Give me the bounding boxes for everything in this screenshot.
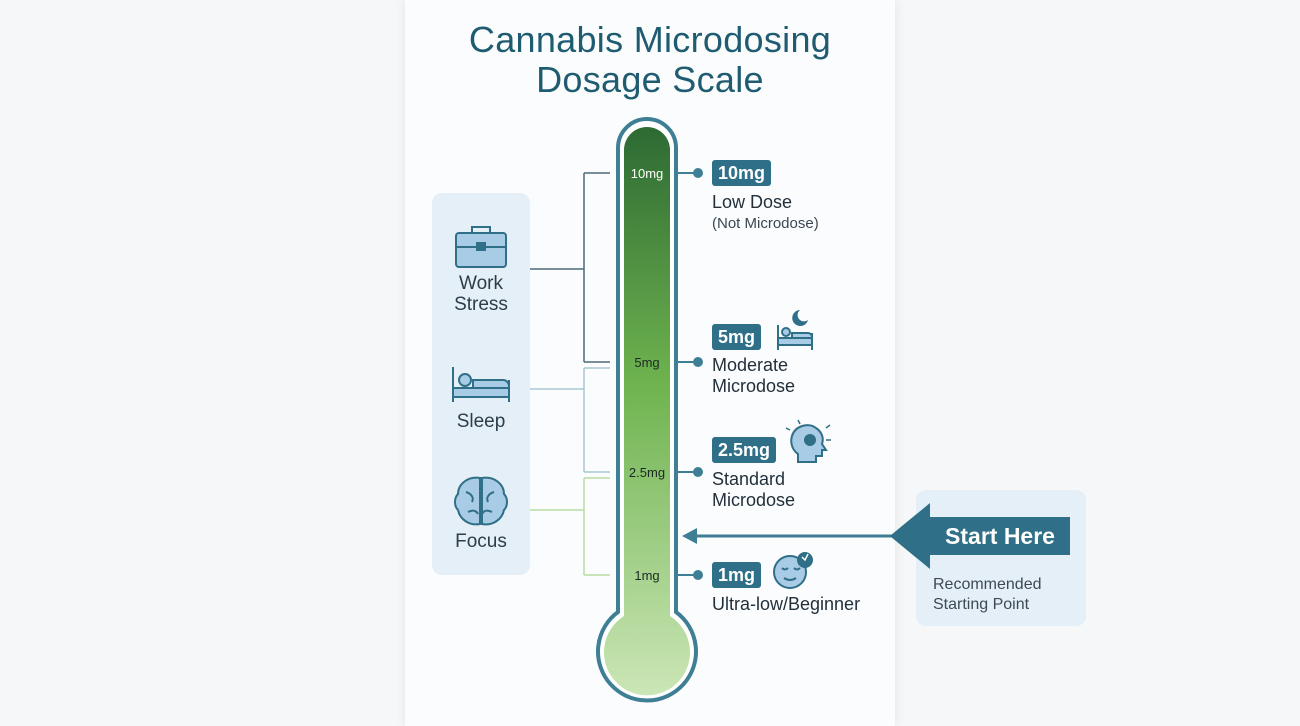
sleepy-face-icon: [773, 552, 813, 589]
dose-desc-1mg-line1: Ultra-low/Beginner: [712, 594, 861, 614]
dose-desc-10mg-line1: Low Dose: [712, 192, 793, 212]
use-focus-label: Focus: [455, 531, 507, 552]
dose-desc-5mg-line1: Moderate: [712, 355, 789, 375]
dose-desc-2-5mg-line1: Standard: [712, 469, 786, 489]
dose-desc-1mg: Ultra-low/Beginner: [712, 594, 860, 615]
head-brain-icon: [785, 419, 831, 463]
dose-desc-5mg-line2: Microdose: [712, 376, 796, 396]
thermometer: [596, 117, 698, 703]
use-work-stress: Work Stress: [432, 273, 530, 315]
title-line-1: Cannabis Microdosing: [468, 19, 832, 60]
dose-badge-10mg: 10mg: [712, 160, 772, 186]
dose-desc-5mg: Moderate Microdose: [712, 355, 795, 397]
tick-label-1mg: 1mg: [634, 568, 660, 583]
dose-badge-5mg: 5mg: [712, 324, 762, 350]
brain-icon: [454, 476, 508, 526]
dose-badge-1mg: 1mg: [712, 562, 762, 588]
start-here-sub: Recommended Starting Point: [933, 575, 1042, 615]
use-work-stress-line2: Stress: [454, 294, 508, 315]
thermometer-fill: [604, 127, 690, 696]
background-left: [0, 0, 405, 726]
bed-icon: [452, 367, 510, 402]
tick-label-5mg: 5mg: [634, 355, 660, 370]
briefcase-icon: [455, 226, 507, 268]
page-title: Cannabis Microdosing Dosage Scale: [405, 20, 895, 100]
start-sub-line1: Recommended: [933, 576, 1042, 593]
dose-markers: [676, 168, 703, 580]
dose-desc-2-5mg: Standard Microdose: [712, 469, 795, 511]
use-work-stress-line1: Work: [459, 273, 503, 294]
sleep-connector: [530, 367, 610, 473]
work-stress-connector: [530, 172, 610, 363]
dose-badge-2-5mg: 2.5mg: [712, 437, 777, 463]
dose-desc-10mg: Low Dose (Not Microdose): [712, 192, 819, 234]
dose-desc-10mg-line2: (Not Microdose): [712, 215, 819, 232]
use-sleep-label: Sleep: [456, 411, 506, 432]
bed-moon-icon: [777, 310, 813, 350]
start-sub-line2: Starting Point: [933, 596, 1030, 613]
dose-desc-2-5mg-line2: Microdose: [712, 490, 796, 510]
start-here-label: Start Here: [945, 523, 1055, 549]
focus-connector: [530, 477, 610, 576]
use-focus: Focus: [432, 531, 530, 552]
title-line-2: Dosage Scale: [536, 59, 764, 100]
tick-label-10mg: 10mg: [630, 166, 664, 181]
tick-label-2-5mg: 2.5mg: [628, 465, 666, 480]
use-sleep: Sleep: [432, 411, 530, 432]
